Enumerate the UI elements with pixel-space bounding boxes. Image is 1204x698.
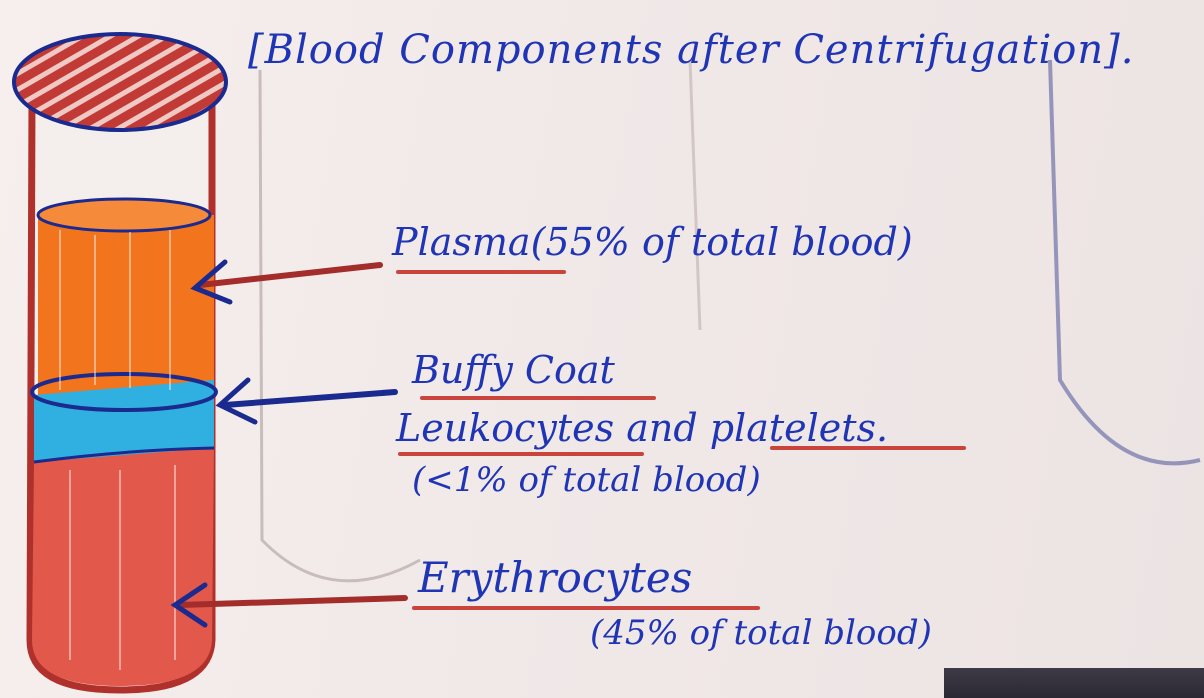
- tube-cap: [14, 34, 226, 130]
- plasma-share: (55% of total blood): [531, 220, 913, 264]
- plasma-name: Plasma: [392, 220, 531, 264]
- plasma-surface: [38, 199, 210, 231]
- buffy-coat-label: Buffy Coat: [412, 350, 615, 392]
- buffy-coat-underline: [420, 396, 656, 400]
- faint-tube-sketch-right: [1050, 60, 1200, 463]
- leukocytes-underline: [398, 452, 644, 456]
- erythrocytes-label: Erythrocytes: [418, 555, 692, 601]
- buffy-arrow: [225, 392, 395, 405]
- plasma-arrow: [200, 265, 380, 285]
- leukocytes-platelets-label: Leukocytes and platelets.: [396, 408, 888, 450]
- plasma-label: Plasma(55% of total blood): [392, 222, 913, 264]
- erythrocytes-share: (45% of total blood): [590, 615, 932, 652]
- faint-tube-sketch: [260, 70, 420, 581]
- plasma-underline: [396, 270, 566, 274]
- erythrocytes-underline: [412, 606, 760, 610]
- buffy-coat-share: (<1% of total blood): [412, 462, 761, 499]
- diagram-title: [Blood Components after Centrifugation].: [248, 28, 1134, 72]
- platelets-underline: [770, 446, 966, 450]
- faint-line: [690, 60, 700, 330]
- erythrocyte-layer: [32, 448, 214, 686]
